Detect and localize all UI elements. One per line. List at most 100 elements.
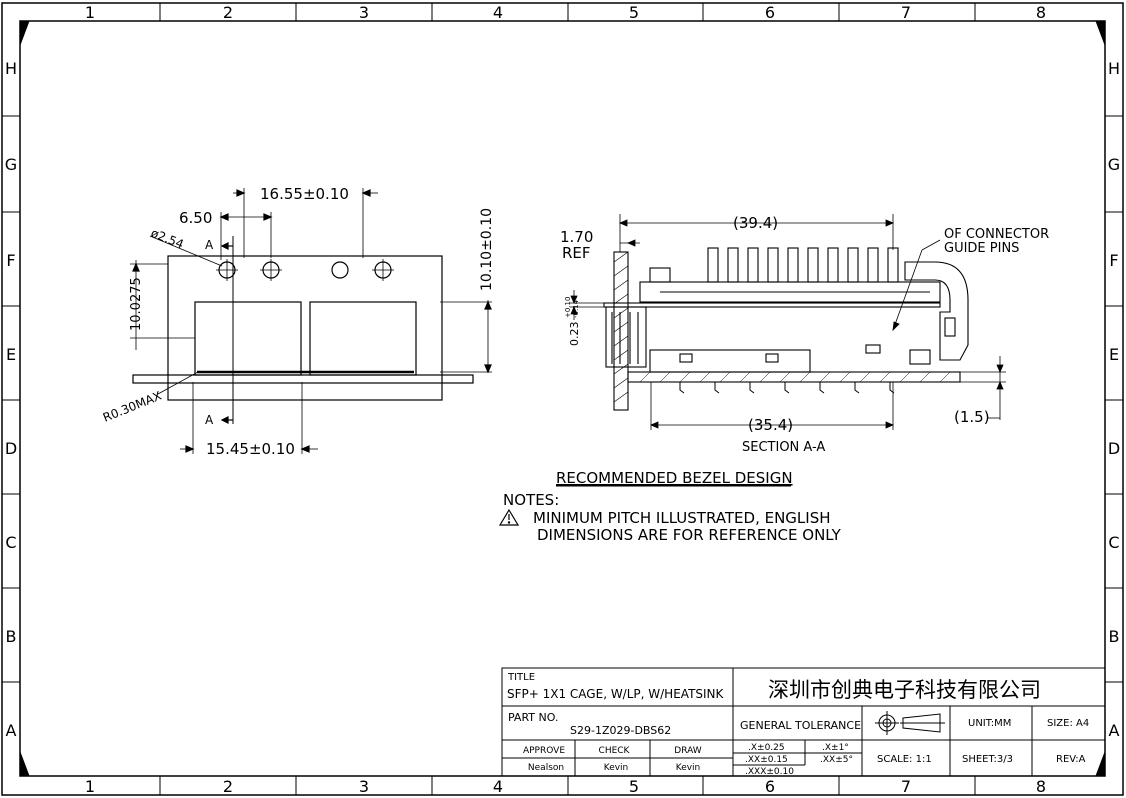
port-cutout-left: [194, 301, 302, 376]
section-label: SECTION A-A: [742, 440, 825, 455]
angular-xx: .XX±5°: [820, 755, 853, 765]
warning-icon: [498, 508, 520, 526]
approve-value: Nealson: [528, 763, 564, 773]
row-labels-right: H G F E D C B A: [1108, 59, 1120, 740]
bezel-design-title: RECOMMENDED BEZEL DESIGN: [556, 469, 793, 487]
column-label: 2: [223, 777, 233, 796]
column-labels-top: 1 2 3 4 5 6 7 8: [85, 3, 1046, 22]
row-label: A: [6, 721, 17, 740]
row-label: H: [5, 59, 17, 78]
column-label: 8: [1036, 777, 1046, 796]
projection-symbol-icon: [875, 711, 945, 735]
row-label: C: [1108, 533, 1119, 552]
size: SIZE: A4: [1047, 718, 1089, 729]
column-label: 7: [901, 3, 911, 22]
dim-bottom-width: 15.45±0.10: [206, 440, 295, 458]
approve-label: APPROVE: [523, 746, 565, 756]
column-label: 3: [359, 3, 369, 22]
row-label: C: [5, 533, 16, 552]
thickness-minus: -0.14: [572, 299, 580, 318]
pcb: [627, 371, 961, 383]
guide-hole: [331, 261, 349, 279]
ref-dimension: 1.70: [560, 228, 593, 246]
scale: SCALE: 1:1: [877, 754, 932, 765]
column-label: 1: [85, 3, 95, 22]
row-labels-left: H G F E D C B A: [5, 59, 17, 740]
row-label: E: [1109, 345, 1119, 364]
thickness-tolerance: 0.23: [568, 322, 581, 347]
row-label: F: [6, 251, 15, 270]
unit: UNIT:MM: [968, 718, 1011, 729]
column-label: 1: [85, 777, 95, 796]
row-label: G: [1108, 155, 1120, 174]
row-label: D: [1108, 439, 1120, 458]
dim-right-small: (1.5): [954, 408, 990, 426]
ref-label: REF: [562, 244, 591, 262]
row-label: F: [1109, 251, 1118, 270]
row-label: A: [1109, 721, 1120, 740]
column-label: 8: [1036, 3, 1046, 22]
heatsink-fins: [649, 247, 899, 283]
column-label: 6: [765, 777, 775, 796]
draw-value: Kevin: [676, 763, 701, 773]
dim-left-height: 10.0275: [129, 277, 144, 331]
column-label: 5: [629, 3, 639, 22]
callout-line-1: OF CONNECTOR: [944, 227, 1049, 242]
dim-top-width: 16.55±0.10: [260, 185, 349, 203]
tolerance-x: .X±0.25: [748, 743, 785, 753]
check-label: CHECK: [599, 746, 631, 756]
company-name: 深圳市创典电子科技有限公司: [768, 678, 1041, 702]
draw-label: DRAW: [674, 746, 701, 756]
port-cutout-right: [309, 301, 417, 376]
heatsink-clip: [904, 261, 969, 361]
angular-x: .X±1°: [822, 743, 849, 753]
column-label: 4: [493, 777, 503, 796]
row-label: B: [6, 627, 17, 646]
section-view-labels: (39.4) 1.70 REF 0.23 +0.10 -0.14 (35.4) …: [560, 214, 1049, 455]
notes-line-2: DIMENSIONS ARE FOR REFERENCE ONLY: [537, 526, 842, 544]
front-view-labels: 16.55±0.10 6.50 ø2.54 A A 10.0275 10.10±…: [101, 185, 495, 458]
notes-heading: NOTES:: [503, 491, 559, 509]
dim-bottom-length: (35.4): [748, 416, 793, 434]
tolerance-xx: .XX±0.15: [745, 755, 788, 765]
row-label: D: [5, 439, 17, 458]
row-label: H: [1108, 59, 1120, 78]
column-label: 3: [359, 777, 369, 796]
thickness-plus: +0.10: [564, 297, 572, 318]
general-tolerance: GENERAL TOLERANCE: [740, 719, 861, 732]
cage-top-wall: [603, 302, 941, 308]
title-label: TITLE: [507, 672, 535, 683]
radius-note: R0.30MAX: [101, 389, 164, 425]
section-marker-top: A: [205, 238, 214, 252]
row-label: B: [1109, 627, 1120, 646]
row-label: G: [5, 155, 17, 174]
revision: REV:A: [1056, 754, 1086, 765]
dim-right-height: 10.10±0.10: [479, 208, 495, 291]
title-value: SFP+ 1X1 CAGE, W/LP, W/HEATSINK: [507, 687, 725, 701]
title-block-text: TITLE SFP+ 1X1 CAGE, W/LP, W/HEATSINK 深圳…: [507, 672, 1089, 777]
column-label: 5: [629, 777, 639, 796]
section-view: [570, 214, 1006, 430]
dim-offset: 6.50: [179, 209, 212, 227]
column-labels-bottom: 1 2 3 4 5 6 7 8: [85, 777, 1046, 796]
bezel-plate-outline: [167, 255, 443, 401]
column-label: 4: [493, 3, 503, 22]
column-label: 7: [901, 777, 911, 796]
section-marker-bottom: A: [205, 413, 214, 427]
bezel-flange: [132, 374, 474, 384]
part-no-value: S29-1Z029-DBS62: [570, 724, 671, 737]
dim-top-length: (39.4): [733, 214, 778, 232]
notes-line-1: MINIMUM PITCH ILLUSTRATED, ENGLISH: [533, 509, 831, 527]
bezel-section: [613, 251, 629, 411]
check-value: Kevin: [604, 763, 629, 773]
callout-line-2: GUIDE PINS: [944, 241, 1019, 256]
row-label: E: [6, 345, 16, 364]
tolerance-xxx: .XXX±0.10: [745, 767, 794, 777]
front-view: [130, 188, 492, 454]
column-label: 6: [765, 3, 775, 22]
title-block: [501, 667, 1106, 777]
sheet-number: SHEET:3/3: [962, 754, 1013, 765]
part-no-label: PART NO.: [508, 711, 558, 724]
